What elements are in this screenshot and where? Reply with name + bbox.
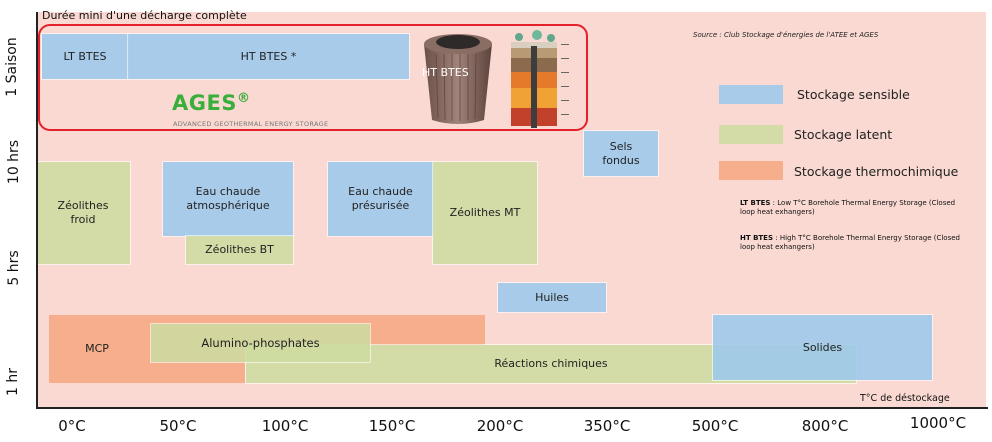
bar-label: Réactions chimiques bbox=[494, 357, 608, 371]
chart-title: Durée mini d'une décharge complète bbox=[42, 9, 247, 22]
x-tick-500: 500°C bbox=[691, 417, 739, 435]
bar-lt-btes: LT BTES bbox=[41, 33, 129, 80]
bar-sels-fondus: Sels fondus bbox=[583, 130, 659, 177]
bar-label: Zéolithes BT bbox=[205, 243, 274, 257]
chart-source: Source : Club Stockage d'énergies de l'A… bbox=[693, 31, 879, 39]
bar-label: Huiles bbox=[535, 290, 569, 304]
bar-label: Sels fondus bbox=[602, 139, 640, 167]
y-tick-10-hrs: 10 hrs bbox=[6, 139, 22, 185]
bar-ht-btes: HT BTES * bbox=[127, 33, 410, 80]
legend-label-latent: Stockage latent bbox=[794, 127, 893, 142]
btes-cylinder-illustration bbox=[424, 34, 492, 124]
note-key: LT BTES bbox=[740, 199, 771, 207]
x-tick-150: 150°C bbox=[368, 417, 416, 435]
bar-alumino-phosphates: Alumino-phosphates bbox=[150, 323, 371, 363]
x-tick-0: 0°C bbox=[58, 417, 86, 435]
bar-eau-chaude-presurisee: Eau chaude présurisée bbox=[327, 161, 434, 237]
note-key: HT BTES bbox=[740, 234, 774, 242]
ages-logo: AGES® bbox=[172, 91, 250, 115]
x-tick-200: 200°C bbox=[476, 417, 524, 435]
x-tick-800: 800°C bbox=[801, 417, 849, 435]
bar-label: LT BTES bbox=[63, 49, 107, 63]
x-tick-100: 100°C bbox=[261, 417, 309, 435]
legend-swatch-thermochimique bbox=[719, 161, 783, 180]
bar-label: Zéolithes froid bbox=[57, 199, 109, 226]
bar-label: Eau chaude présurisée bbox=[348, 185, 413, 212]
bar-label: Zéolithes MT bbox=[449, 206, 521, 220]
y-axis-line bbox=[36, 12, 38, 409]
borehole-section-illustration bbox=[511, 30, 569, 128]
bar-huiles: Huiles bbox=[497, 282, 607, 313]
x-tick-350: 350°C bbox=[583, 417, 631, 435]
note-lt-btes: LT BTES : Low T°C Borehole Thermal Energ… bbox=[740, 199, 965, 218]
ages-logo-reg: ® bbox=[236, 91, 251, 106]
bar-zeolithes-bt: Zéolithes BT bbox=[185, 235, 294, 265]
note-text: : High T°C Borehole Thermal Energy Stora… bbox=[740, 234, 960, 252]
ages-subtitle: ADVANCED GEOTHERMAL ENERGY STORAGE bbox=[173, 120, 329, 128]
bar-label: Eau chaude atmosphérique bbox=[186, 185, 270, 212]
bar-label: HT BTES * bbox=[240, 49, 297, 63]
bar-label: Solides bbox=[802, 340, 843, 354]
x-axis-line bbox=[36, 407, 988, 409]
seasonal-storage-frame bbox=[38, 24, 588, 131]
bar-label: MCP bbox=[85, 342, 109, 356]
bar-label: Alumino-phosphates bbox=[201, 335, 320, 350]
x-axis-title: T°C de déstockage bbox=[860, 393, 950, 404]
y-tick-1-saison: 1 Saison bbox=[4, 37, 20, 97]
note-text: : Low T°C Borehole Thermal Energy Storag… bbox=[740, 199, 956, 217]
ages-logo-text: AGES bbox=[172, 91, 237, 115]
bar-zeolithes-froid: Zéolithes froid bbox=[35, 161, 131, 265]
y-tick-5-hrs: 5 hrs bbox=[6, 250, 22, 286]
bar-eau-chaude-atmospherique: Eau chaude atmosphérique bbox=[162, 161, 294, 237]
y-tick-1-hr: 1 hr bbox=[5, 368, 21, 396]
legend-swatch-latent bbox=[719, 125, 783, 144]
legend-label-sensible: Stockage sensible bbox=[797, 87, 910, 102]
x-tick-1000: 1000°C bbox=[909, 414, 967, 432]
legend-swatch-sensible bbox=[719, 85, 783, 104]
bar-solides: Solides bbox=[712, 314, 933, 381]
note-ht-btes: HT BTES : High T°C Borehole Thermal Ener… bbox=[740, 234, 965, 253]
ht-btes-image-label: HT BTES bbox=[422, 66, 469, 79]
legend-label-thermochimique: Stockage thermochimique bbox=[794, 164, 959, 179]
bar-zeolithes-mt: Zéolithes MT bbox=[432, 161, 538, 265]
x-tick-50: 50°C bbox=[159, 417, 197, 435]
